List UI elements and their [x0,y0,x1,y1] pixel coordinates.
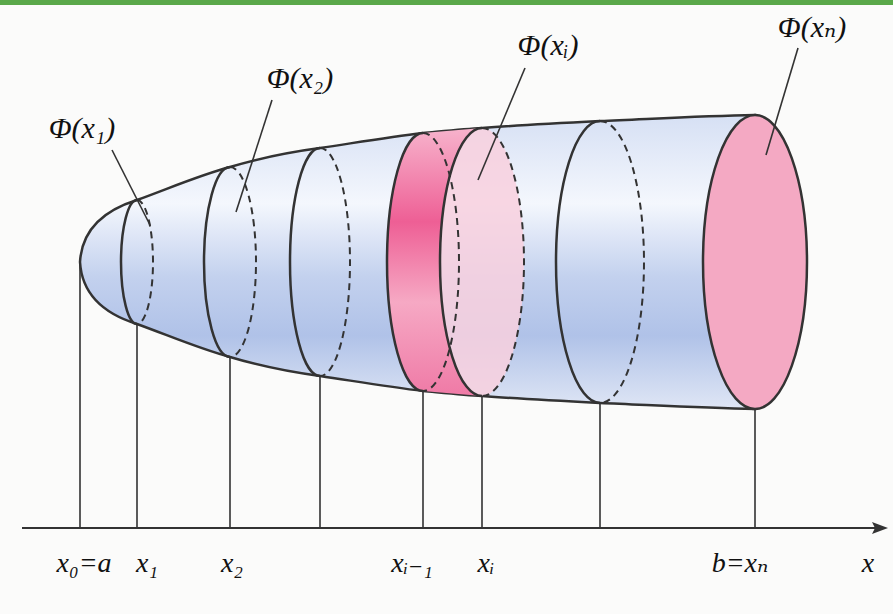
section-label: Φ(x₁) [49,113,116,143]
axis-label: xᵢ₋₁ [391,549,432,577]
section-label: Φ(xₙ) [778,12,846,42]
axis-label: x₀=a [56,549,111,577]
x-axis [22,527,878,529]
end-section [703,115,807,409]
section-label: Φ(xᵢ) [518,30,579,60]
axis-label: x₁ [136,549,158,577]
axis-label: x [862,549,874,577]
cross-sections [121,121,644,403]
axis-arrow [872,522,888,534]
drop-lines [80,262,755,528]
axis-label: b=xₙ [712,549,769,577]
section-label: Φ(x₂) [267,63,334,93]
section-fill [440,128,524,396]
leader-lines [112,48,798,225]
axis-label: x₂ [221,549,243,577]
top-strip [0,0,893,5]
solid-body [80,115,755,409]
axis-label: xᵢ [478,549,495,577]
